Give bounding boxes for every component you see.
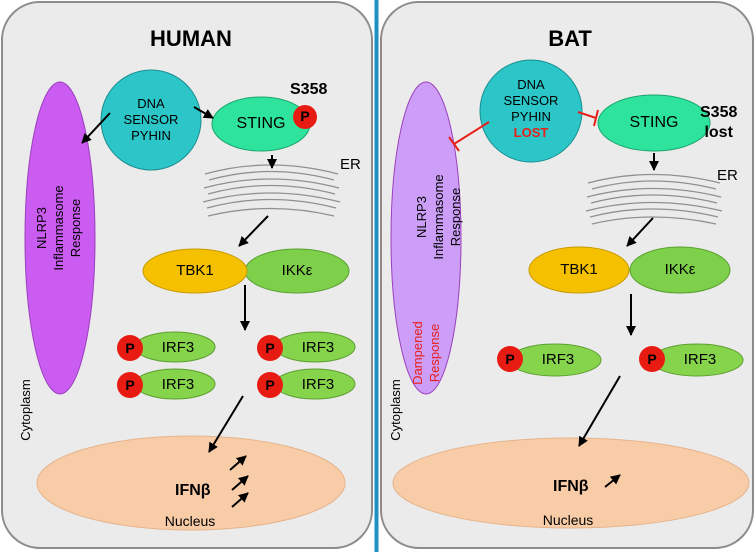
human-irf3-4-label: IRF3 — [301, 376, 335, 393]
human-irf3-4-phospho — [257, 372, 283, 398]
human-irf3-3-label: IRF3 — [161, 376, 195, 393]
bat-dna-sensor-label: DNA SENSOR PYHIN LOST — [503, 77, 559, 140]
human-nlrp3-ellipse — [24, 81, 96, 395]
bat-irf3-1-p: P — [505, 351, 515, 367]
human-ifnb-label: IFNβ — [175, 482, 211, 499]
bat-irf3-2-p: P — [647, 351, 657, 367]
human-nucleus — [36, 435, 346, 531]
human-irf3-2-phospho — [257, 335, 283, 361]
human-phospho-sting — [293, 105, 317, 129]
human-sting-phospho-label: P — [300, 108, 310, 124]
human-title: HUMAN — [150, 26, 232, 51]
human-tbk1 — [142, 248, 248, 294]
bat-ifnb-label: IFNβ — [553, 478, 589, 495]
bat-nlrp3-label: NLRP3 Inflammasome Response — [414, 174, 463, 260]
human-nlrp3-label: NLRP3 Inflammasome Response — [34, 185, 83, 271]
bat-nucleus — [392, 437, 750, 529]
human-er-label: ER — [340, 156, 361, 173]
bat-tbk1 — [528, 246, 630, 294]
human-irf3-2-p: P — [265, 340, 275, 356]
bat-inhibitors — [448, 109, 599, 152]
human-s358-label: S358 — [290, 81, 328, 98]
bat-ikk — [629, 246, 731, 294]
human-irf3-1-p: P — [125, 340, 135, 356]
bat-nucleus-label: Nucleus — [542, 512, 594, 528]
bat-er-icon — [585, 173, 723, 225]
human-irf3-3-phospho — [117, 372, 143, 398]
bat-sting-label: STING — [629, 114, 679, 131]
bat-dampened-label: Dampened Response — [410, 321, 442, 385]
bat-cytoplasm-label: Cytoplasm — [388, 379, 403, 441]
bat-title: BAT — [548, 26, 592, 51]
human-nucleus-label: Nucleus — [164, 513, 216, 529]
human-ikk-label: IKKε — [281, 262, 313, 279]
human-er-icon — [202, 164, 341, 217]
human-irf3-1-phospho — [117, 335, 143, 361]
bat-ikk-label: IKKε — [664, 261, 696, 278]
bat-irf3-1-phospho — [497, 346, 523, 372]
bat-irf3-2-phospho — [639, 346, 665, 372]
human-sting-label: STING — [236, 115, 286, 132]
bat-sting — [597, 94, 711, 152]
bat-arrows — [578, 153, 659, 488]
bat-tbk1-label: TBK1 — [560, 261, 598, 278]
human-cytoplasm-label: Cytoplasm — [18, 379, 33, 441]
bat-er-label: ER — [717, 167, 738, 184]
bat-nlrp3-ellipse — [390, 81, 462, 395]
human-tbk1-label: TBK1 — [176, 262, 214, 279]
human-irf3-3-p: P — [125, 377, 135, 393]
human-dna-sensor-label: DNA SENSOR PYHIN — [123, 96, 179, 143]
bat-dna-sensor — [479, 59, 583, 163]
bat-irf3-1-label: IRF3 — [541, 351, 575, 368]
human-dna-sensor — [100, 69, 202, 171]
bat-irf3-2-label: IRF3 — [683, 351, 717, 368]
human-irf3-1-label: IRF3 — [161, 339, 195, 356]
human-arrows — [81, 106, 277, 508]
bat-s358-label: S358 lost — [700, 104, 738, 141]
human-irf3-4-p: P — [265, 377, 275, 393]
human-irf3-2-label: IRF3 — [301, 339, 335, 356]
